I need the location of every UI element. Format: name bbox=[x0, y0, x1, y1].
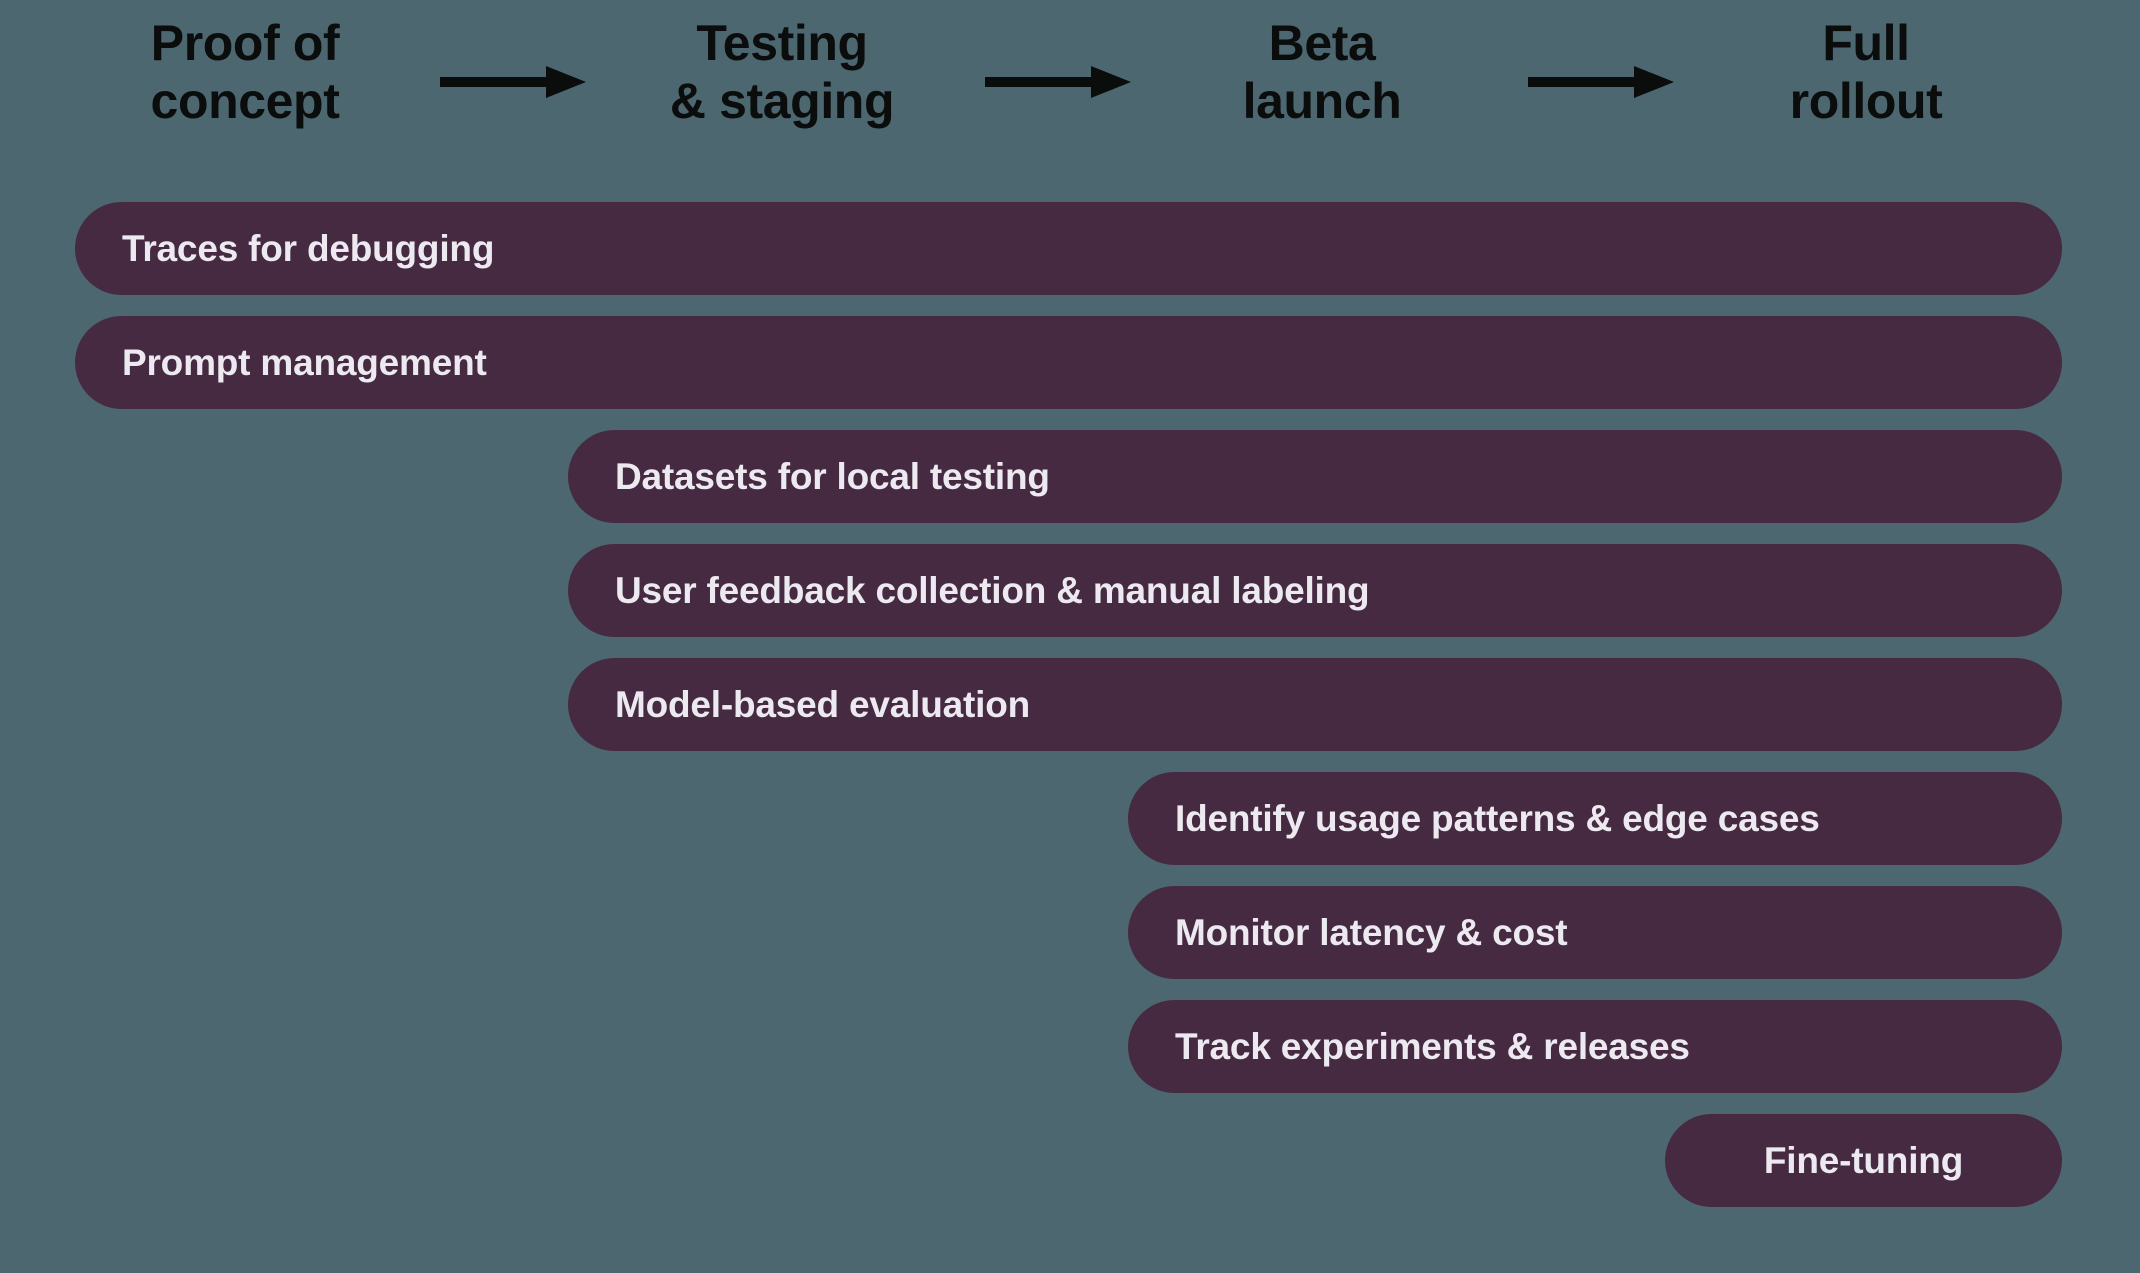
capability-pill[interactable]: Prompt management bbox=[75, 316, 2062, 409]
stage-label-4: Full rollout bbox=[1789, 15, 1943, 129]
capability-pill-label: User feedback collection & manual labeli… bbox=[615, 569, 1370, 611]
capability-pill[interactable]: Datasets for local testing bbox=[568, 430, 2062, 523]
capability-pill-label: Datasets for local testing bbox=[615, 455, 1050, 497]
capability-pill[interactable]: Identify usage patterns & edge cases bbox=[1128, 772, 2062, 865]
capability-pill-label: Prompt management bbox=[122, 341, 487, 383]
capability-pill-label: Model-based evaluation bbox=[615, 683, 1031, 725]
capability-pill[interactable]: Monitor latency & cost bbox=[1128, 886, 2062, 979]
capability-pill-label: Traces for debugging bbox=[122, 227, 495, 269]
arrow-beta-to-rollout-icon bbox=[1528, 62, 1674, 102]
capability-pill[interactable]: Track experiments & releases bbox=[1128, 1000, 2062, 1093]
capability-pill-label: Identify usage patterns & edge cases bbox=[1175, 797, 1820, 839]
capability-pill[interactable]: Model-based evaluation bbox=[568, 658, 2062, 751]
capability-pill-label: Fine-tuning bbox=[1763, 1139, 1964, 1181]
capability-pill-label: Monitor latency & cost bbox=[1175, 911, 1568, 953]
stage-label-2: Testing & staging bbox=[669, 15, 895, 129]
stage-label-3: Beta launch bbox=[1242, 15, 1402, 129]
capability-pill[interactable]: User feedback collection & manual labeli… bbox=[568, 544, 2062, 637]
capability-pill[interactable]: Traces for debugging bbox=[75, 202, 2062, 295]
capability-pill[interactable]: Fine-tuning bbox=[1665, 1114, 2062, 1207]
capability-pill-label: Track experiments & releases bbox=[1175, 1025, 1690, 1067]
arrow-poc-to-testing-icon bbox=[440, 62, 586, 102]
arrow-testing-to-beta-icon bbox=[985, 62, 1131, 102]
stage-label-1: Proof of concept bbox=[150, 15, 340, 129]
